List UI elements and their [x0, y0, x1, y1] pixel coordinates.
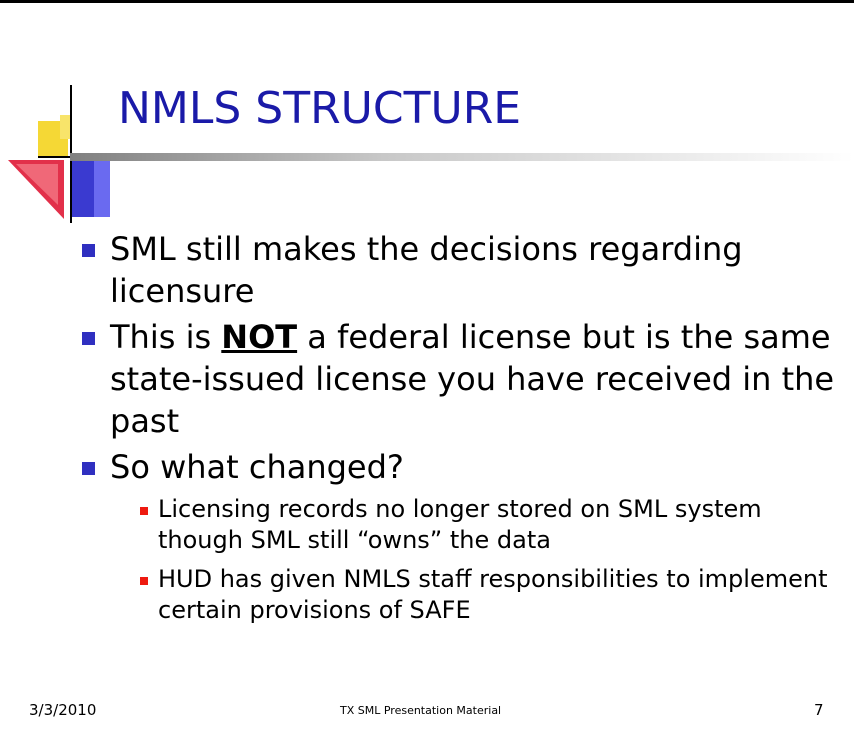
sub-bullet-item: Licensing records no longer stored on SM…	[140, 494, 842, 556]
footer-page-number: 7	[814, 701, 824, 719]
bullet-square-icon	[82, 244, 95, 257]
slide-title: NMLS STRUCTURE	[118, 83, 522, 134]
bullet-square-icon	[82, 332, 95, 345]
bullet-item: SML still makes the decisions regarding …	[82, 228, 842, 312]
decoration-shapes	[8, 115, 110, 219]
sub-bullet-square-icon	[140, 577, 148, 585]
bullet-list: SML still makes the decisions regarding …	[82, 228, 842, 634]
footer-center-text: TX SML Presentation Material	[340, 704, 502, 717]
sub-bullet-square-icon	[140, 507, 148, 515]
sub-bullet-text: HUD has given NMLS staff responsibilitie…	[158, 565, 828, 624]
bullet-item: This is NOT a federal license but is the…	[82, 316, 842, 442]
sub-bullet-item: HUD has given NMLS staff responsibilitie…	[140, 564, 842, 626]
bullet-text-after: a federal license but is the same state-…	[110, 318, 835, 440]
bullet-text: SML still makes the decisions regarding …	[110, 230, 743, 310]
bullet-item: So what changed? Licensing records no lo…	[82, 446, 842, 626]
bullet-square-icon	[82, 462, 95, 475]
top-border	[0, 0, 854, 3]
bullet-text: So what changed?	[110, 448, 404, 486]
bullet-text-before: This is	[110, 318, 222, 356]
bullet-emphasis: NOT	[221, 318, 298, 356]
sub-bullet-text: Licensing records no longer stored on SM…	[158, 495, 762, 554]
title-underline	[70, 153, 854, 161]
sub-bullet-list: Licensing records no longer stored on SM…	[140, 494, 842, 626]
footer-date: 3/3/2010	[29, 701, 97, 719]
